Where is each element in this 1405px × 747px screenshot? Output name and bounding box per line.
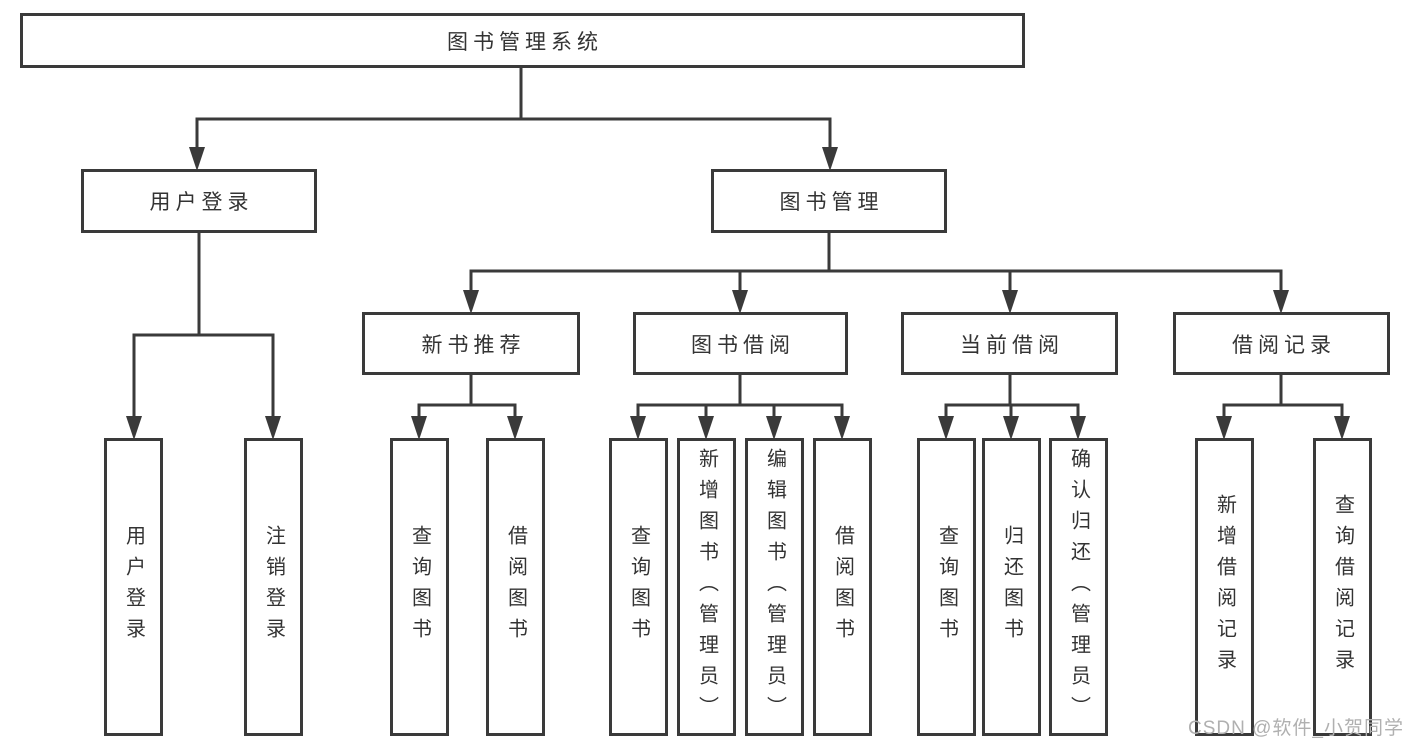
arrowhead-recd-add — [1216, 416, 1232, 440]
leaf-edit-book-admin: 编辑图书（管理员） — [745, 438, 804, 736]
arrowhead-new-book-recommend — [463, 290, 479, 314]
connector-mgmt-rail — [469, 269, 1283, 295]
leaf-borrow-book: 借阅图书 — [813, 438, 872, 736]
arrowhead-book-borrow — [732, 290, 748, 314]
leaf-user-login: 用户登录 — [104, 438, 163, 736]
connector-root-rail — [195, 117, 832, 150]
leaf-add-borrow-record: 新增借阅记录 — [1195, 438, 1254, 736]
arrowhead-bor-borrow — [834, 416, 850, 440]
arrowhead-leaf-user-login — [126, 416, 142, 440]
leaf-logout-login: 注销登录 — [244, 438, 303, 736]
connector-login-rail — [132, 333, 275, 420]
node-current-borrow: 当前借阅 — [901, 312, 1118, 375]
arrowhead-current-borrow — [1002, 290, 1018, 314]
connector-recommend-rail — [417, 403, 517, 416]
arrowhead-rec-borrow — [507, 416, 523, 440]
leaf-query-book-recommend: 查询图书 — [390, 438, 449, 736]
watermark-text: CSDN @软件_小贺同学 — [1188, 718, 1404, 739]
arrowhead-user-login — [189, 147, 205, 171]
arrowhead-borrow-records — [1273, 290, 1289, 314]
arrowhead-leaf-logout — [265, 416, 281, 440]
node-borrow-records: 借阅记录 — [1173, 312, 1390, 375]
connector-records-rail — [1222, 403, 1344, 416]
arrowhead-cur-return — [1003, 416, 1019, 440]
node-new-book-recommend: 新书推荐 — [362, 312, 580, 375]
arrowhead-bor-query — [630, 416, 646, 440]
arrowhead-rec-query — [411, 416, 427, 440]
leaf-query-book-current: 查询图书 — [917, 438, 976, 736]
leaf-borrow-book-recommend: 借阅图书 — [486, 438, 545, 736]
arrowhead-bor-add — [698, 416, 714, 440]
node-root-system: 图书管理系统 — [20, 13, 1025, 68]
arrowhead-bor-edit — [766, 416, 782, 440]
connector-borrow-rail — [636, 403, 844, 416]
leaf-confirm-return-admin: 确认归还（管理员） — [1049, 438, 1108, 736]
leaf-query-borrow-record: 查询借阅记录 — [1313, 438, 1372, 736]
node-book-borrow: 图书借阅 — [633, 312, 848, 375]
leaf-query-book-borrow: 查询图书 — [609, 438, 668, 736]
node-user-login: 用户登录 — [81, 169, 317, 233]
node-book-management: 图书管理 — [711, 169, 947, 233]
arrowhead-recd-query — [1334, 416, 1350, 440]
leaf-return-book: 归还图书 — [982, 438, 1041, 736]
arrowhead-cur-query — [938, 416, 954, 440]
arrowhead-cur-confirm — [1070, 416, 1086, 440]
leaf-add-book-admin: 新增图书（管理员） — [677, 438, 736, 736]
arrowhead-book-management — [822, 147, 838, 171]
